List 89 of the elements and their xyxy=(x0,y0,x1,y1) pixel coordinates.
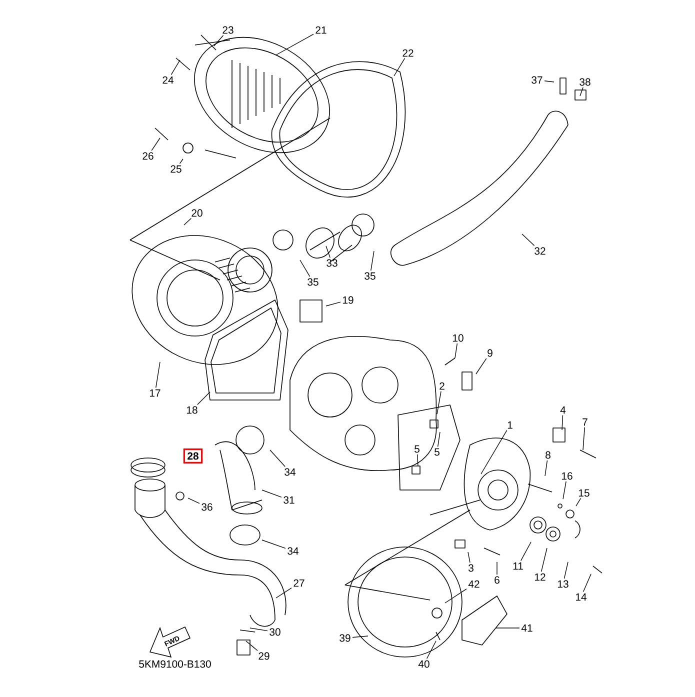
leader-line xyxy=(151,138,160,151)
callout-number: 36 xyxy=(202,503,212,511)
callout-number: 38 xyxy=(580,78,590,86)
leader-line xyxy=(476,358,487,374)
leader-line xyxy=(300,260,310,277)
callout-number: 35 xyxy=(364,272,376,280)
leader-line xyxy=(562,414,564,430)
leader-line xyxy=(496,562,498,575)
callout-number: 17 xyxy=(150,389,160,397)
leader-line xyxy=(582,426,585,450)
leader-line xyxy=(184,218,192,226)
leader-line xyxy=(394,58,406,76)
leader-line xyxy=(246,640,258,651)
highlighted-callout-number: 28 xyxy=(183,448,203,464)
callout-number: 32 xyxy=(534,247,546,255)
leader-line xyxy=(326,302,341,306)
leader-line xyxy=(454,343,458,358)
callout-number: 12 xyxy=(535,573,546,581)
leader-line xyxy=(522,234,535,246)
callout-number: 13 xyxy=(558,580,568,588)
callout-number: 41 xyxy=(521,624,532,632)
leader-line xyxy=(188,498,200,504)
callout-number: 1 xyxy=(508,421,512,429)
leader-line xyxy=(416,454,418,466)
leader-line xyxy=(370,250,374,271)
leader-line xyxy=(564,562,568,579)
leader-line xyxy=(480,430,508,474)
callout-number: 29 xyxy=(258,652,270,660)
callout-number: 2 xyxy=(440,382,444,390)
leader-line xyxy=(544,460,548,476)
callout-number: 8 xyxy=(546,451,550,459)
leader-line xyxy=(270,450,286,467)
callout-number: 33 xyxy=(326,259,338,267)
leader-line xyxy=(352,636,368,638)
callout-number: 31 xyxy=(284,496,294,504)
leader-line xyxy=(262,490,282,498)
callout-number: 34 xyxy=(288,547,298,555)
callout-number: 14 xyxy=(576,593,586,601)
callout-number: 24 xyxy=(162,76,174,84)
leader-line xyxy=(426,640,436,659)
callout-number: 3 xyxy=(468,564,474,572)
callout-number: 16 xyxy=(562,472,572,480)
callout-number: 9 xyxy=(488,349,492,357)
callout-number: 39 xyxy=(340,634,350,642)
leader-line xyxy=(326,246,330,258)
callout-number: 20 xyxy=(192,209,202,217)
leader-line xyxy=(436,391,442,414)
callout-number: 5 xyxy=(434,448,440,456)
leader-line xyxy=(544,80,554,82)
callout-number: 18 xyxy=(186,406,198,414)
callout-number: 42 xyxy=(468,580,480,588)
leader-line xyxy=(582,574,592,592)
leader-line xyxy=(520,542,532,562)
leader-line xyxy=(179,158,184,164)
leader-line xyxy=(437,432,440,448)
leader-line xyxy=(170,60,180,75)
leader-line xyxy=(580,87,584,96)
callout-number: 7 xyxy=(582,418,588,426)
callout-number: 4 xyxy=(560,406,566,414)
callout-number: 6 xyxy=(494,576,500,584)
leader-line xyxy=(562,481,566,500)
leader-line xyxy=(197,392,210,405)
leader-line xyxy=(468,552,470,563)
leader-line xyxy=(214,35,224,46)
leader-line xyxy=(276,34,314,56)
leader-line xyxy=(540,548,548,572)
leader-line xyxy=(444,588,467,604)
callout-number: 25 xyxy=(170,165,182,173)
leader-line xyxy=(262,540,286,549)
callout-number: 15 xyxy=(579,489,590,497)
callout-number: 37 xyxy=(532,76,542,84)
callout-number: 27 xyxy=(294,579,304,587)
callout-number: 19 xyxy=(342,296,354,304)
callout-number: 11 xyxy=(513,562,523,570)
callout-number: 35 xyxy=(308,278,318,286)
callout-number: 10 xyxy=(452,334,464,342)
callout-number: 40 xyxy=(418,660,430,668)
callout-number: 30 xyxy=(270,628,280,636)
leader-line xyxy=(576,498,582,506)
callout-number: 22 xyxy=(402,49,414,57)
callout-number: 21 xyxy=(316,26,326,34)
callout-number: 23 xyxy=(222,26,234,34)
part-number: 5KM9100-B130 xyxy=(139,660,211,668)
leader-line xyxy=(276,588,292,598)
leader-line xyxy=(250,628,268,632)
leader-line xyxy=(156,362,160,388)
callout-number: 26 xyxy=(142,152,154,160)
callout-number: 5 xyxy=(414,445,420,453)
callout-number: 34 xyxy=(284,468,296,476)
